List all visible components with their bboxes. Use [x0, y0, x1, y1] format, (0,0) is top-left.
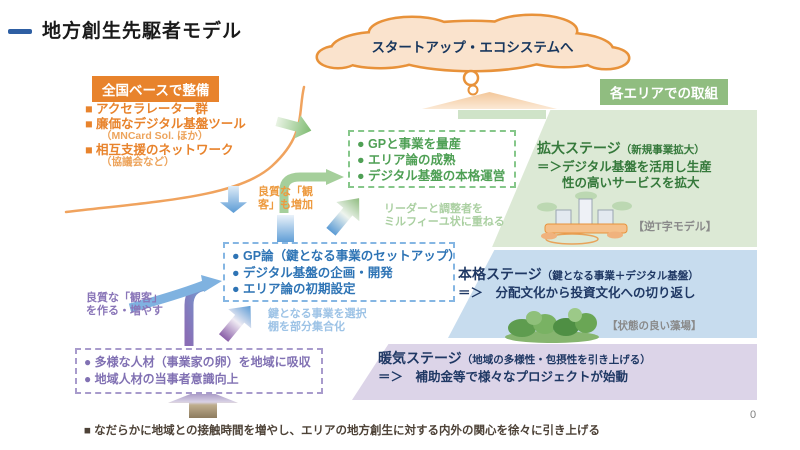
title-accent-dash — [8, 29, 32, 34]
purple-to-blue-up-arrow — [212, 296, 262, 347]
list-item: ■ 相互支援のネットワーク — [85, 142, 234, 157]
stage-honkaku-title: 本格ステージ — [458, 266, 542, 282]
arrow-people-to-setup — [184, 281, 207, 346]
annotation-audience-increase: 良質な「観 客」も増加 — [258, 186, 313, 211]
people-stage-box: ● 多様な人材（事業家の卵）を地域に吸収 ● 地域人材の当事者意識向上 — [75, 348, 323, 394]
growth-stage-box: ● GPと事業を量産 ● エリア論の成熟 ● デジタル基盤の本格運営 — [348, 130, 516, 188]
stage-danki-text: 暖気ステージ（地域の多様性・包摂性を引き上げる） ＝＞ 補助金等で様々なプロジェ… — [378, 348, 763, 385]
stage-honkaku-text: 本格ステージ（鍵となる事業＋デジタル基盤） ＝＞ 分配文化から投資文化への切り返… — [458, 264, 763, 301]
up-arrow-to-cloud — [422, 92, 557, 109]
list-item: ■ 廉価なデジタル基盤ツール — [85, 116, 246, 131]
box-item: ● デジタル基盤の本格運営 — [357, 169, 506, 183]
national-setup-list: ■ アクセラレーター群 ■ 廉価なデジタル基盤ツール （MNCard Sol. … — [85, 102, 300, 169]
box-item: ● GP論（鍵となる事業のセットアップ） — [232, 249, 461, 263]
stage-danki-title: 暖気ステージ — [378, 350, 462, 366]
blue-down-arrow — [220, 186, 247, 213]
box-item: ● GPと事業を量産 — [357, 137, 462, 151]
list-item: ■ アクセラレーター群 — [85, 102, 208, 116]
setup-stage-box: ● GP論（鍵となる事業のセットアップ） ● デジタル基盤の企画・開発 ● エリ… — [223, 242, 461, 302]
seaweed-caption: 【状態の良い藻場】 — [607, 320, 702, 332]
page-number: 0 — [750, 409, 757, 421]
cloud-label: スタートアップ・エコシステムへ — [371, 40, 574, 55]
green-bar-under-arrow — [458, 110, 546, 119]
stage-band-danki — [352, 344, 757, 400]
box-item: ● 多様な人材（事業家の卵）を地域に吸収 — [84, 355, 311, 369]
annotation-leaders: リーダーと調整者を ミルフィーユ状に重ねる — [384, 203, 505, 228]
stage-danki-qualifier: （地域の多様性・包摂性を引き上げる） — [461, 354, 651, 366]
stage-honkaku-body: ＝＞ 分配文化から投資文化への切り返し — [458, 286, 696, 300]
page-title: 地方創生先駆者モデル — [42, 21, 243, 42]
box-item: ● 地域人材の当事者意識向上 — [84, 372, 239, 386]
stage-band-honkaku — [448, 250, 757, 338]
stage-danki-body: ＝＞ 補助金等で様々なプロジェクトが始動 — [378, 370, 629, 384]
area-badge: 各エリアでの取組 — [600, 79, 728, 105]
annotation-audience-create: 良質な「観客」 を作る・増やす — [86, 292, 163, 317]
stage-honkaku-qualifier: （鍵となる事業＋デジタル基盤） — [541, 270, 699, 282]
box-item: ● デジタル基盤の企画・開発 — [232, 265, 393, 280]
stage-expand-body: ＝＞デジタル基盤を活用し生産 性の高いサービスを拡大 — [537, 160, 712, 190]
stage-expand-text: 拡大ステージ（新規事業拡大） ＝＞デジタル基盤を活用し生産 性の高いサービスを拡… — [537, 138, 762, 191]
blue-to-green-up-arrow — [319, 189, 370, 242]
footer-note: ■ なだらかに地域との接触時間を増やし、エリアの地方創生に対する内外の関心を徐々… — [84, 425, 601, 437]
box-item: ● エリア論の成熟 — [357, 153, 456, 167]
blue-connector-bar — [277, 215, 294, 243]
annotation-key-select: 鍵となる事業を選択 棚を部分集合化 — [268, 308, 367, 333]
list-item-sub: （MNCard Sol. ほか） — [101, 130, 209, 142]
stage-expand-title: 拡大ステージ — [537, 140, 621, 156]
national-badge: 全国ベースで整備 — [92, 76, 220, 102]
inverted-t-caption: 【逆T字モデル】 — [633, 221, 717, 233]
list-item-sub: （協議会など） — [101, 156, 175, 168]
thought-bubble-circles — [462, 69, 480, 96]
stage-expand-qualifier: （新規事業拡大） — [620, 144, 705, 156]
box-item: ● エリア論の初期設定 — [232, 282, 356, 296]
